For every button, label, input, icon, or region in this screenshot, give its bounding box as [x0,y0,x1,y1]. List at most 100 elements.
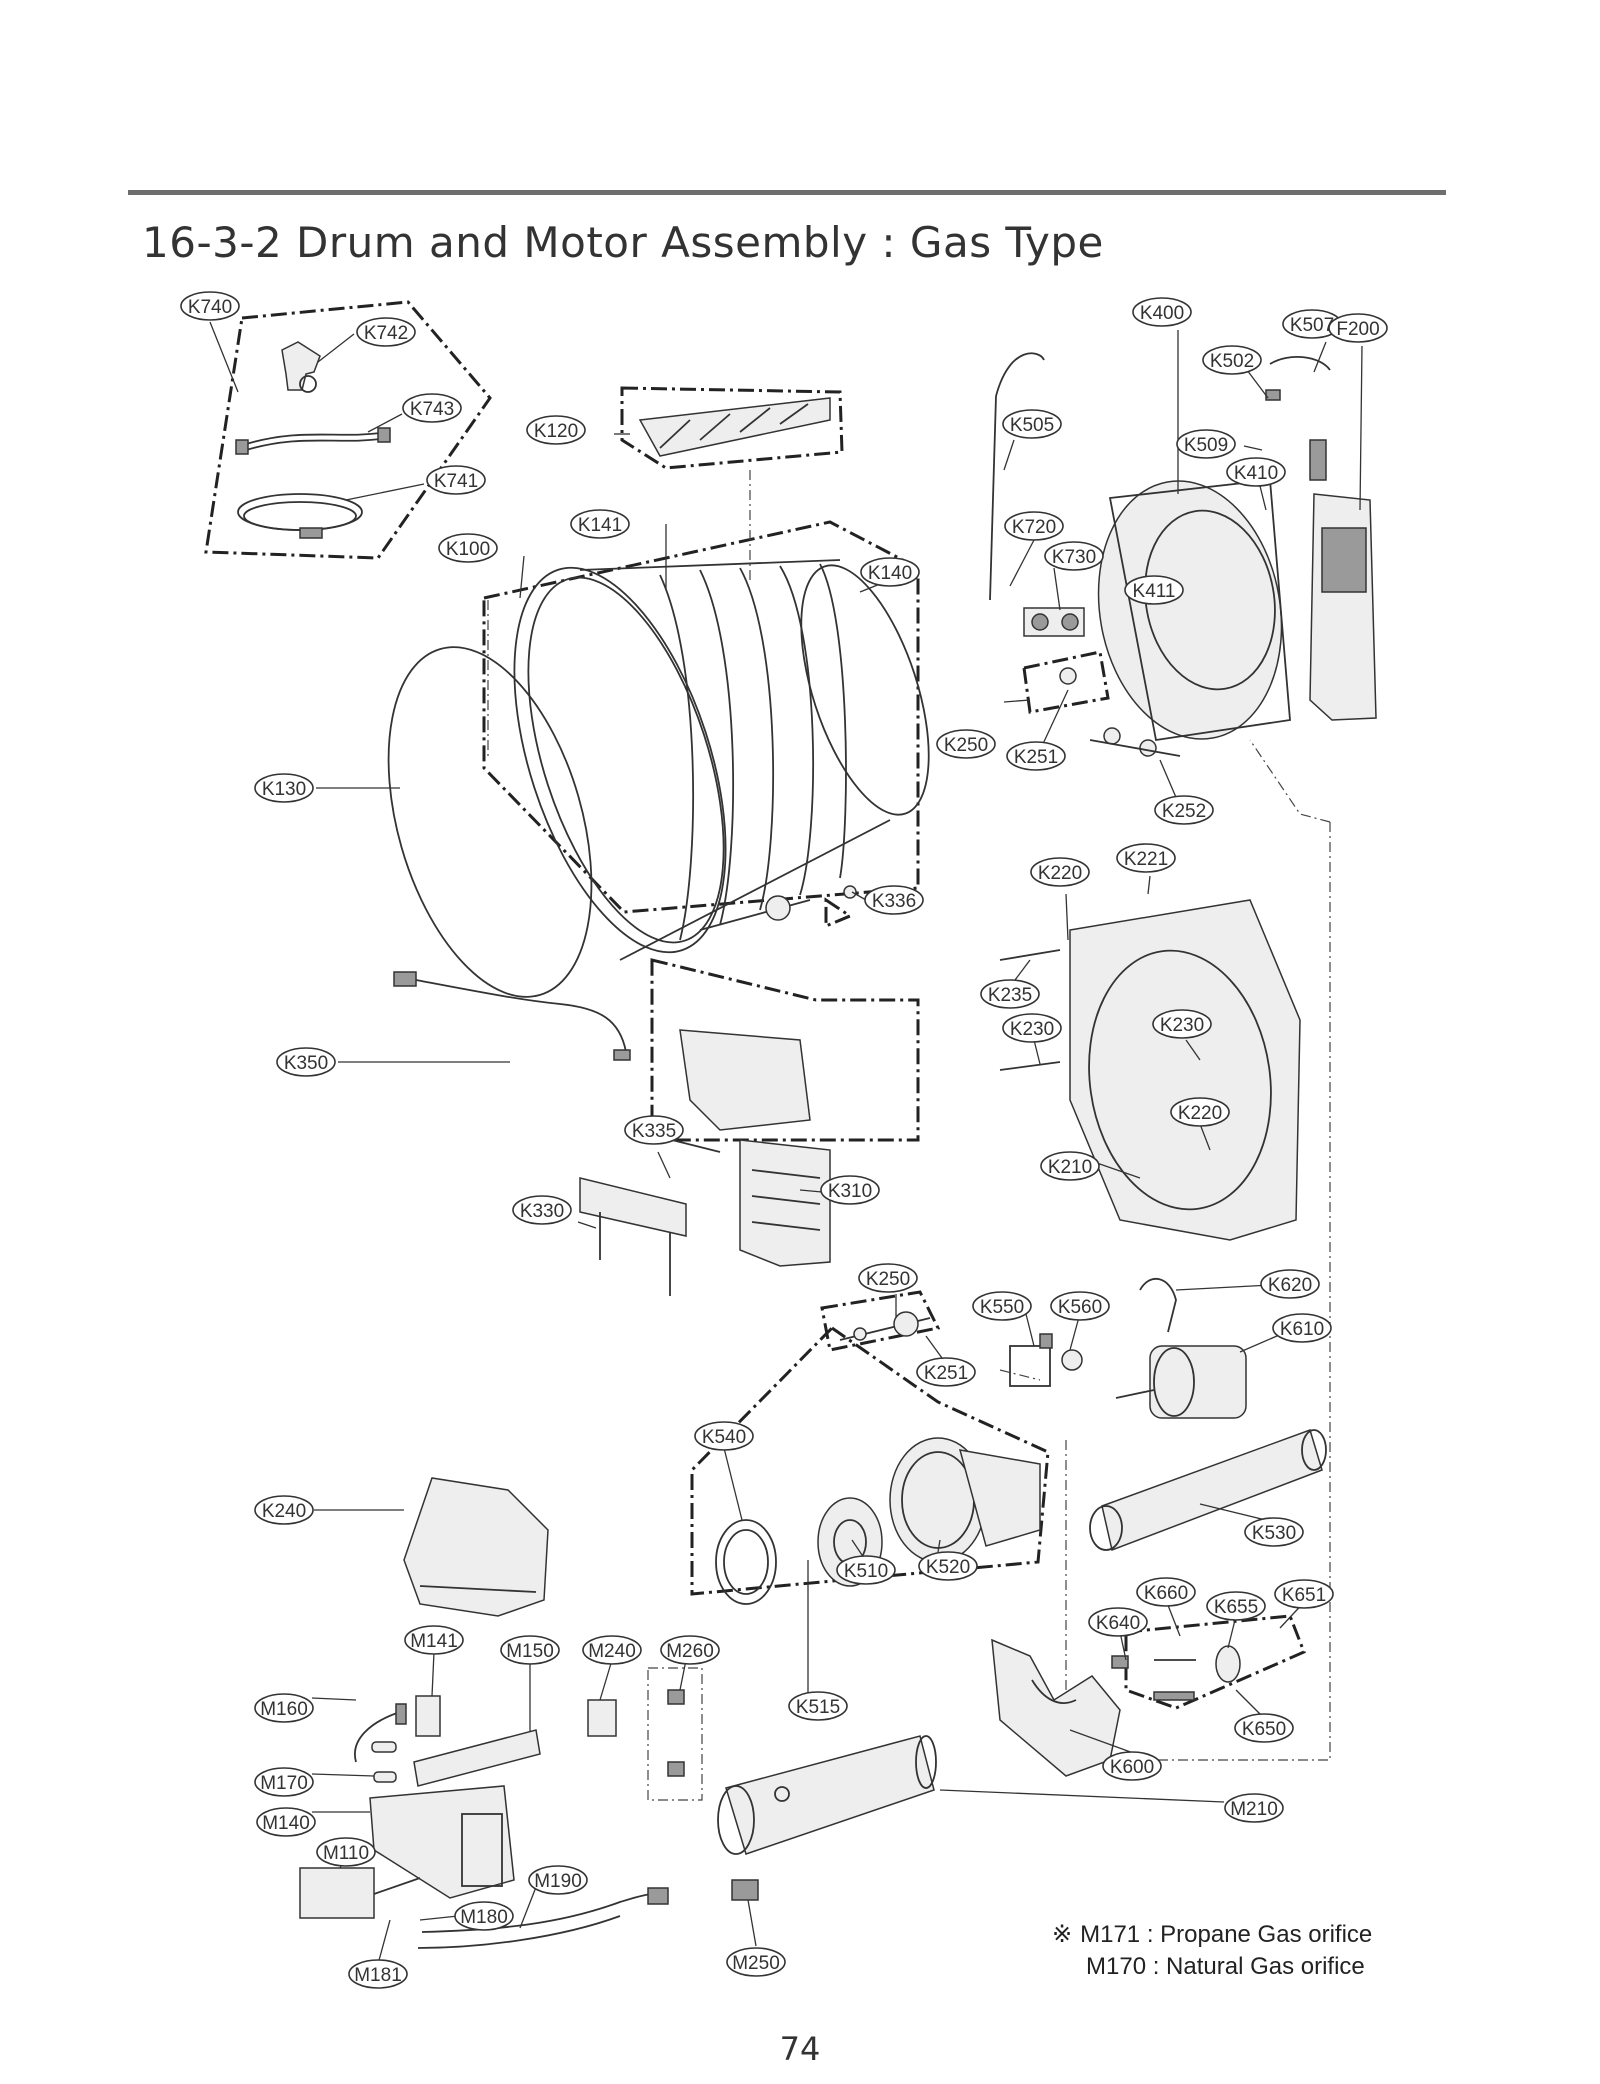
callout-label: K650 [1242,1719,1286,1740]
callout-label: K210 [1048,1157,1092,1178]
callout-k550: K550 [972,1291,1032,1321]
callout-label: M110 [323,1843,369,1864]
callout-label: M250 [732,1953,780,1974]
callout-m210: M210 [1224,1793,1284,1823]
callout-label: K410 [1234,463,1278,484]
callout-bubble [788,1691,848,1721]
callout-k742: K742 [356,317,416,347]
sensor-wire-part [1265,356,1331,481]
callout-m150: M150 [500,1635,560,1665]
callout-k120: K120 [526,415,586,445]
callout-k651: K651 [1274,1579,1334,1609]
pulley-part [1111,1645,1241,1683]
callout-m160: M160 [254,1693,314,1723]
callout-bubble [1006,741,1066,771]
callout-bubble [1136,1577,1196,1607]
callout-label: K140 [868,563,912,584]
callout-bubble [404,1625,464,1655]
callout-k251a: K251 [1006,741,1066,771]
callout-k250a: K250 [936,729,996,759]
callout-bubble [438,533,498,563]
callout-k411: K411 [1124,575,1184,605]
callout-label: K730 [1052,547,1096,568]
callout-bubble [254,1495,314,1525]
bracket-m250-part [731,1879,759,1901]
callout-label: K530 [1252,1523,1296,1544]
callout-k230a: K230 [1002,1013,1062,1043]
callout-label: K507 [1290,315,1334,336]
filter-housing-part [739,1139,831,1267]
callout-bubble [624,1115,684,1145]
callout-bubble [528,1865,588,1895]
callout-bubble [694,1421,754,1451]
callout-bubble [836,1555,896,1585]
callout-bubble [1260,1269,1320,1299]
rear-bulkhead-part [1097,479,1291,742]
callout-bubble [1050,1291,1110,1321]
callout-bubble [526,415,586,445]
motor-clip-part [1139,1277,1177,1333]
callout-label: M140 [262,1813,310,1834]
callout-label: K509 [1184,435,1228,456]
callout-bubble [276,1047,336,1077]
callout-bubble [254,1693,314,1723]
callout-label: K743 [410,399,454,420]
hose-part [235,427,391,455]
callout-m180: M180 [454,1901,514,1931]
callout-bubble [426,465,486,495]
callout-k141: K141 [570,509,630,539]
callout-f200: F200 [1328,313,1388,343]
callout-bubble [916,1357,976,1387]
callout-label: K252 [1162,801,1206,822]
front-bulkhead-part [999,899,1301,1241]
callout-k335: K335 [624,1115,684,1145]
callout-label: K335 [632,1121,676,1142]
callout-m170: M170 [254,1767,314,1797]
rear-duct-part [1309,493,1377,721]
clip-part [1153,1691,1195,1701]
callout-bubble [180,291,240,321]
note-propane: ※M171 : Propane Gas orifice [1052,1918,1372,1951]
callout-bubble [820,1175,880,1205]
callout-bubble [254,773,314,803]
callout-label: K720 [1012,517,1056,538]
callout-bubble [936,729,996,759]
callout-bubble [1226,457,1286,487]
callout-k515: K515 [788,1691,848,1721]
drum-part [513,559,930,961]
callout-bubble [1030,857,1090,887]
burner-tube-part [717,1735,937,1855]
callout-k660: K660 [1136,1577,1196,1607]
callout-k740: K740 [180,291,240,321]
callout-m141: M141 [404,1625,464,1655]
callout-bubble [500,1635,560,1665]
callout-bubble [402,393,462,423]
callout-bubble [1170,1097,1230,1127]
callout-m110: M110 [316,1837,376,1867]
callout-bubble [860,557,920,587]
callout-k220a: K220 [1030,857,1090,887]
callout-label: M210 [1230,1799,1278,1820]
callout-k610: K610 [1272,1313,1332,1343]
callout-label: K250 [944,735,988,756]
callout-label: M170 [260,1773,308,1794]
callout-bubble [1116,843,1176,873]
callout-label: K655 [1214,1597,1258,1618]
callout-label: K130 [262,779,306,800]
callout-k235: K235 [980,979,1040,1009]
coiled-hose-part [237,493,363,539]
callout-label: M181 [354,1965,402,1986]
callout-k650: K650 [1234,1713,1294,1743]
callout-label: M141 [410,1631,458,1652]
callout-bubble [858,1263,918,1293]
callout-k310: K310 [820,1175,880,1205]
callout-m240: M240 [582,1635,642,1665]
callout-k400: K400 [1132,297,1192,327]
callout-label: K250 [866,1269,910,1290]
note-text: M171 : Propane Gas orifice [1080,1921,1373,1948]
callout-label: M180 [460,1907,508,1928]
baffle-part [638,397,831,457]
callout-k640: K640 [1088,1607,1148,1637]
page-number: 74 [779,2030,821,2068]
